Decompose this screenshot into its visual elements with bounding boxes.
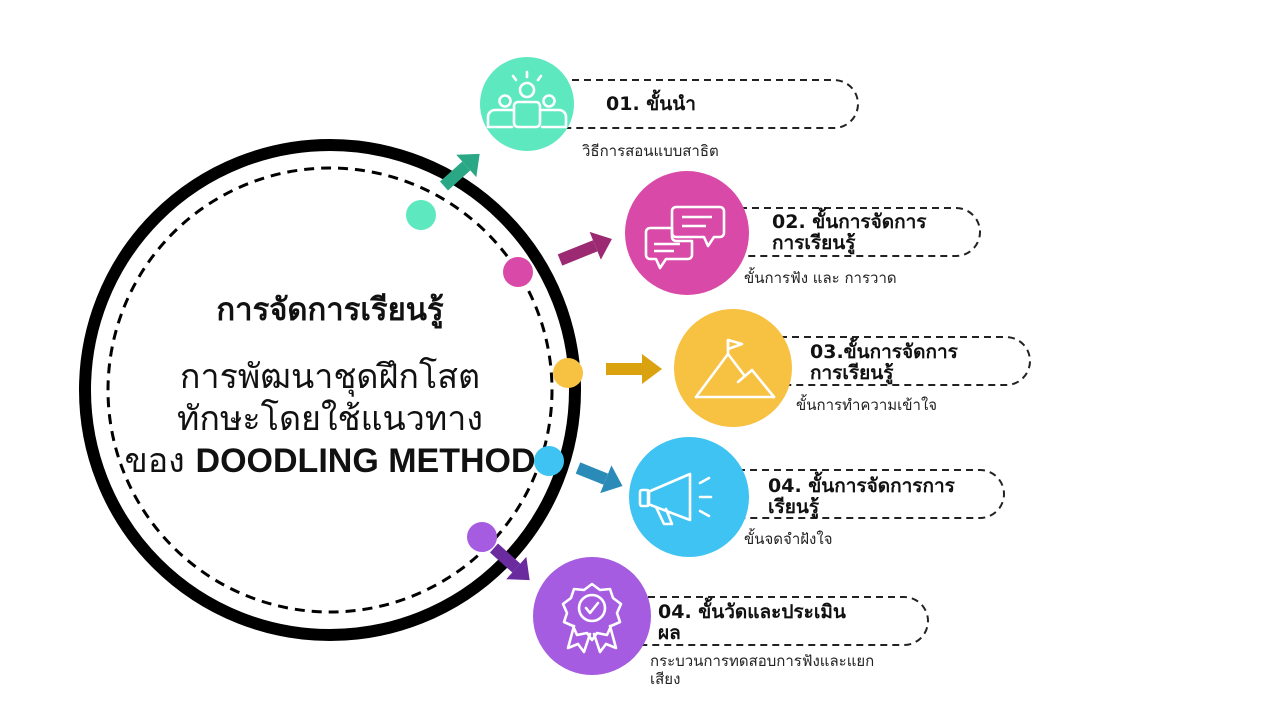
step-2-desc: ขั้นการฟัง และ การวาด: [744, 269, 897, 287]
center-subtitle-method: DOODLING METHOD: [195, 442, 536, 480]
arrow-3: [606, 354, 662, 384]
chat-bubbles-icon: [644, 205, 726, 270]
center-title: การจัดการเรียนรู้: [216, 292, 444, 328]
step-2-circle: [625, 171, 749, 295]
step-4-frame: [738, 469, 1005, 519]
step-4-desc: ขั้นจดจำฝังใจ: [744, 530, 833, 548]
connector-dot-3: [553, 358, 583, 388]
step-3-desc: ขั้นการทำความเข้าใจ: [796, 396, 938, 414]
arrow-5: [489, 543, 530, 581]
step-2-title: 02. ขั้นการจัดการ การเรียนรู้: [772, 211, 927, 254]
connector-dot-4: [534, 446, 564, 476]
mountain-flag-icon: [694, 338, 776, 399]
step-2-frame: [740, 207, 981, 257]
step-5-circle: [533, 557, 651, 675]
connector-dot-2: [503, 257, 533, 287]
center-subtitle-line-2: ทักษะโดยใช้แนวทาง: [177, 399, 483, 439]
center-subtitle-line-1: การพัฒนาชุดฝึกโสต: [179, 357, 481, 397]
arrow-1: [439, 153, 480, 191]
arrow-2: [557, 231, 612, 266]
award-badge-icon: [561, 582, 623, 654]
center-outer-ring: [79, 139, 581, 641]
step-5-desc: กระบวนการทดสอบการฟังและแยก เสียง: [650, 652, 875, 688]
step-5-title: 04. ขั้นวัดและประเมิน ผล: [658, 601, 846, 644]
step-1-title: 01. ขั้นนำ: [606, 93, 696, 115]
step-1-frame: [560, 79, 859, 129]
center-subtitle-prefix: ของ: [124, 441, 196, 481]
megaphone-icon: [638, 472, 713, 526]
step-3-title: 03.ขั้นการจัดการ การเรียนรู้: [810, 341, 958, 384]
people-icon: [486, 70, 568, 129]
center-subtitle: การพัฒนาชุดฝึกโสต ทักษะโดยใช้แนวทาง ของ …: [110, 356, 550, 482]
center-subtitle-line-3: ของ DOODLING METHOD: [110, 440, 550, 482]
connector-dot-1: [406, 200, 436, 230]
connector-dot-5: [467, 522, 497, 552]
step-1-desc: วิธีการสอนแบบสาธิต: [582, 142, 719, 160]
center-inner-dashed-ring: [106, 166, 554, 614]
step-3-frame: [780, 336, 1031, 386]
step-4-title: 04. ขั้นการจัดการการ เรียนรู้: [768, 475, 955, 518]
step-3-circle: [674, 309, 792, 427]
step-5-frame: [636, 596, 929, 646]
arrow-4: [575, 462, 623, 494]
